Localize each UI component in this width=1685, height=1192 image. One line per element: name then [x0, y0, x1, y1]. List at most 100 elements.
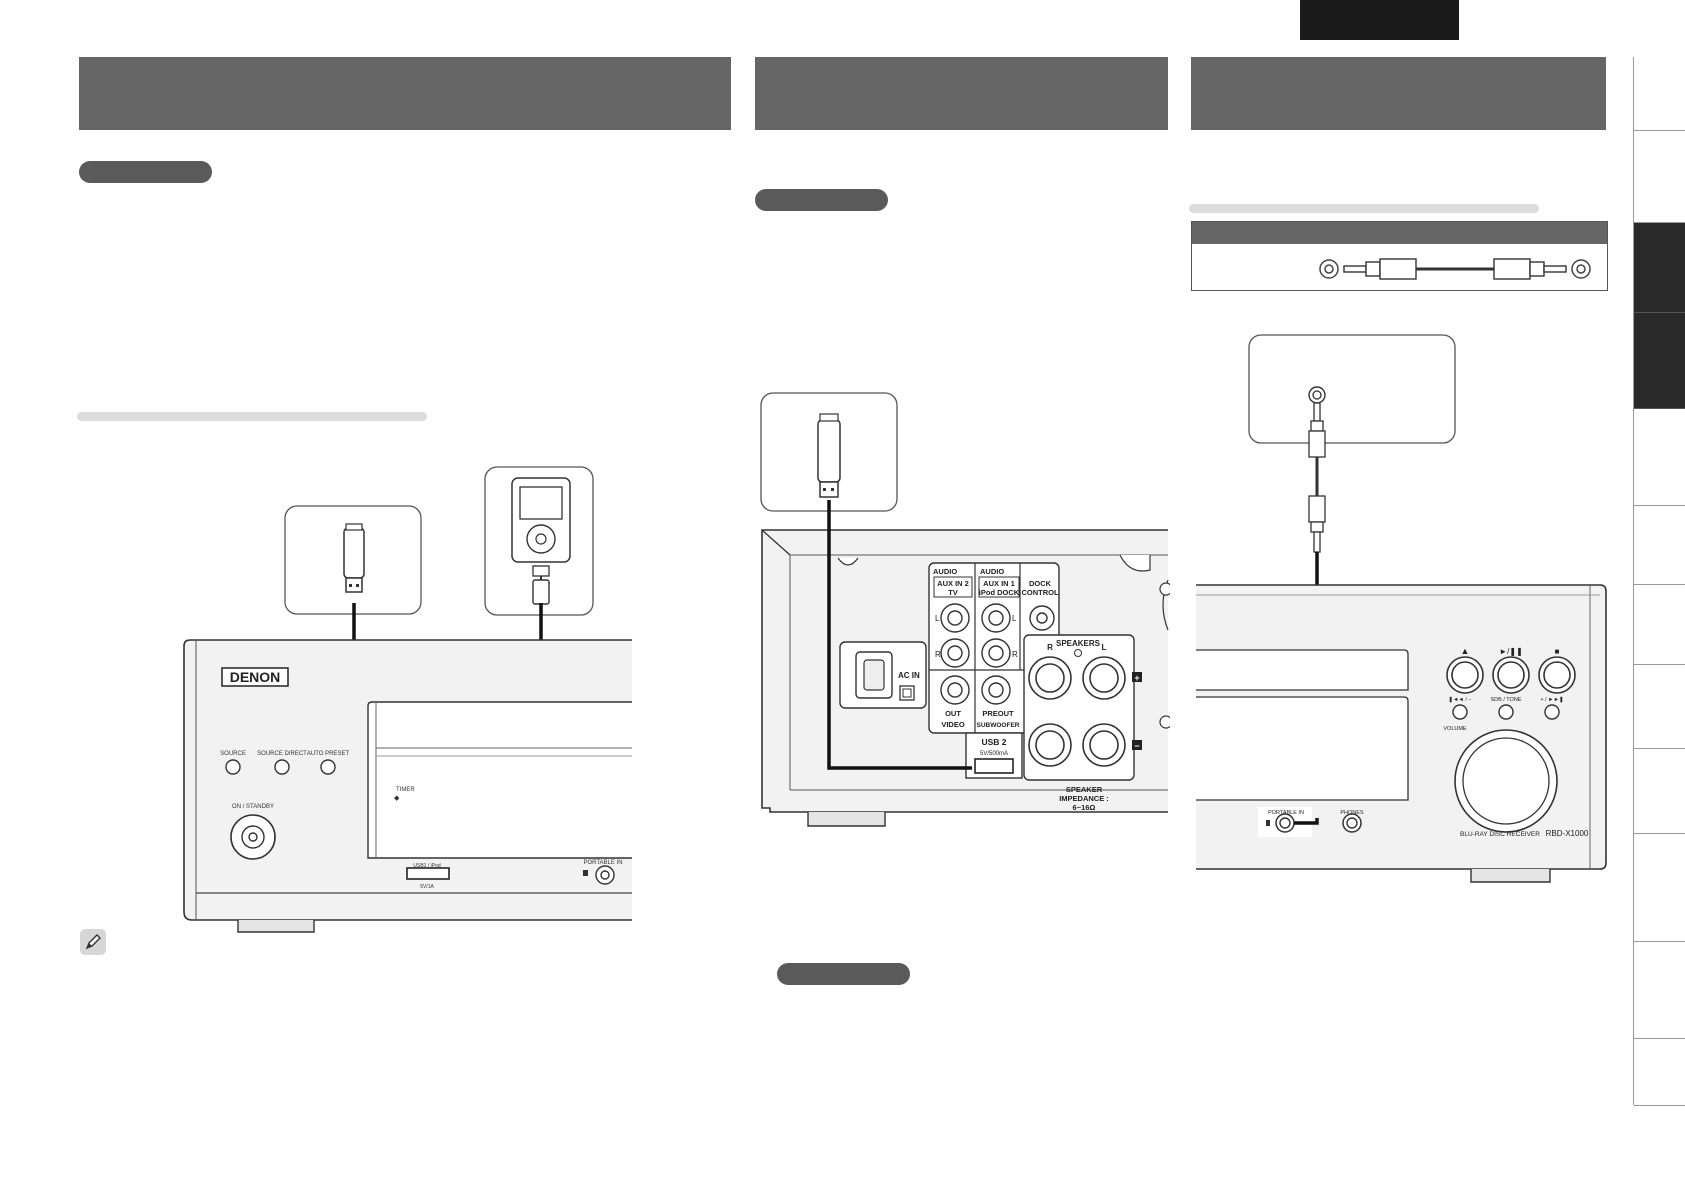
- aux2-r-label: R: [935, 650, 941, 659]
- power-button-label: ON / STANDBY: [232, 804, 274, 810]
- rear-panel-illustration: AC IN AUDIO AUDIO AUX IN 2 TV AUX IN 1 i…: [760, 392, 1170, 827]
- usb-memory-icon: [343, 523, 365, 593]
- timer-label: TIMER: [396, 787, 415, 793]
- sdb-tone-label: SDB / TONE: [1491, 697, 1522, 703]
- dock-label-2: CONTROL: [1021, 588, 1058, 597]
- portable-in-label: PORTABLE IN: [583, 860, 622, 866]
- mini-plug-cable-icon: [1343, 258, 1567, 280]
- subsection-bar-2: [1189, 204, 1539, 213]
- usb1-port-rating: 5V/1A: [420, 884, 434, 890]
- video-out-label-2: VIDEO: [941, 720, 965, 729]
- speaker-l-label: L: [1102, 643, 1107, 652]
- usb2-rating: 5V/500mA: [980, 751, 1008, 757]
- sidebar-tab-3[interactable]: [1634, 223, 1685, 313]
- pencil-icon: [80, 929, 106, 955]
- source-direct-button: [274, 759, 290, 775]
- cable-box-header: [1192, 222, 1607, 244]
- mini-plug-cable-vertical-icon: [1308, 402, 1326, 553]
- skip-back-button: [1452, 704, 1468, 720]
- sidebar-tab-4[interactable]: [1634, 313, 1685, 409]
- aux1-r-label: R: [1012, 650, 1018, 659]
- source-button: [225, 759, 241, 775]
- section-header-portable: [1191, 57, 1606, 130]
- section-header-usb2: [755, 57, 1168, 130]
- front-panel-foot: [237, 920, 315, 933]
- usb-memory-icon-2: [817, 413, 841, 498]
- subsection-bar: [77, 412, 427, 421]
- sidebar-tab-7[interactable]: [1634, 585, 1685, 665]
- receiver-display: [1196, 696, 1409, 801]
- auto-preset-button: [320, 759, 336, 775]
- skip-fwd-button: [1544, 704, 1560, 720]
- jack-left-icon: [1319, 259, 1339, 279]
- minus-label: −: [1134, 741, 1139, 751]
- sidebar-rule: [1633, 57, 1634, 1105]
- ac-in-label: AC IN: [898, 671, 920, 680]
- audio-label-2: AUDIO: [980, 567, 1004, 576]
- preout-label-1: PREOUT: [982, 709, 1014, 718]
- sdb-tone-button: [1498, 704, 1514, 720]
- ipod-icon: [511, 477, 571, 605]
- portable-in-indicator: [583, 870, 588, 876]
- usb1-port: [406, 867, 450, 880]
- volume-label: VOLUME: [1443, 726, 1467, 732]
- sidebar-tab-6[interactable]: [1634, 506, 1685, 585]
- usb2-cable: [827, 500, 972, 770]
- speakers-label: SPEAKERS: [1056, 639, 1101, 648]
- usb1-port-label: USB1 / iPod: [413, 863, 440, 869]
- front-panel-illustration: DENON SOURCE SOURCE DIRECT AUTO PRESET T…: [183, 466, 632, 933]
- receiver-foot: [1470, 869, 1551, 883]
- note-label-pill: [777, 963, 910, 985]
- plus-label: +: [1134, 673, 1139, 683]
- aux1-l-label: L: [1012, 614, 1017, 623]
- preout-label-2: SUBWOOFER: [977, 722, 1020, 729]
- sidebar-tab-8[interactable]: [1634, 665, 1685, 749]
- receiver-portable-in-label: PORTABLE IN: [1268, 810, 1304, 816]
- language-tab[interactable]: [1300, 0, 1459, 40]
- sidebar-tab-1[interactable]: [1634, 57, 1685, 131]
- cable-label-pill: [79, 161, 212, 183]
- display-window: [367, 701, 632, 859]
- source-direct-button-label: SOURCE DIRECT: [257, 751, 307, 757]
- impedance-label-2: IMPEDANCE :: [1059, 794, 1109, 803]
- play-pause-label: ►/❚❚: [1499, 647, 1523, 656]
- disc-slot: [1196, 649, 1409, 691]
- cable-box: [1191, 221, 1608, 291]
- eject-label: ▲: [1461, 646, 1470, 656]
- portable-device-box: [1248, 334, 1456, 444]
- aux2-sub-label: TV: [948, 588, 958, 597]
- sidebar-tab-9[interactable]: [1634, 749, 1685, 834]
- timer-indicator-icon: ◆: [394, 795, 400, 802]
- aux2-l-label: L: [935, 614, 940, 623]
- denon-logo: [221, 667, 289, 687]
- sidebar-tab-11[interactable]: [1634, 942, 1685, 1039]
- speaker-r-label: R: [1047, 643, 1053, 652]
- usb2-label: USB 2: [981, 737, 1006, 747]
- phones-label: PHONES: [1340, 810, 1364, 816]
- jack-right-icon: [1571, 259, 1591, 279]
- source-button-label: SOURCE: [220, 751, 246, 757]
- stop-label: ■: [1555, 647, 1560, 656]
- video-out-label-1: OUT: [945, 709, 961, 718]
- auto-preset-button-label: AUTO PRESET: [307, 751, 350, 757]
- model-number: RBD-X1000: [1546, 829, 1589, 838]
- model-description: BLU-RAY DISC RECEIVER: [1460, 831, 1540, 838]
- rear-panel-foot: [807, 812, 886, 827]
- skip-back-label: ❚◄◄ / −: [1448, 696, 1471, 703]
- impedance-label-1: SPEAKER: [1066, 785, 1103, 794]
- skip-fwd-label: + / ►►❚: [1540, 696, 1563, 703]
- aux1-label: AUX IN 1: [983, 579, 1015, 588]
- sidebar-tab-12[interactable]: [1634, 1039, 1685, 1106]
- aux1-sub-label: iPod DOCK: [979, 588, 1020, 597]
- sidebar-tab-2[interactable]: [1634, 131, 1685, 223]
- sidebar-tab-5[interactable]: [1634, 409, 1685, 506]
- brand-logo-text: DENON: [230, 669, 281, 685]
- cable-label-pill-2: [755, 189, 888, 211]
- usb2-port: [974, 758, 1014, 774]
- impedance-label-3: 6~16Ω: [1073, 803, 1096, 812]
- sidebar-tab-10[interactable]: [1634, 834, 1685, 942]
- portable-in-illustration: ▲ ►/❚❚ ■ ❚◄◄ / − SDB / TONE + / ►►❚ VOLU…: [1196, 334, 1607, 883]
- section-header-usb-ipod: [79, 57, 731, 130]
- dock-label-1: DOCK: [1029, 579, 1052, 588]
- audio-label-1: AUDIO: [933, 567, 957, 576]
